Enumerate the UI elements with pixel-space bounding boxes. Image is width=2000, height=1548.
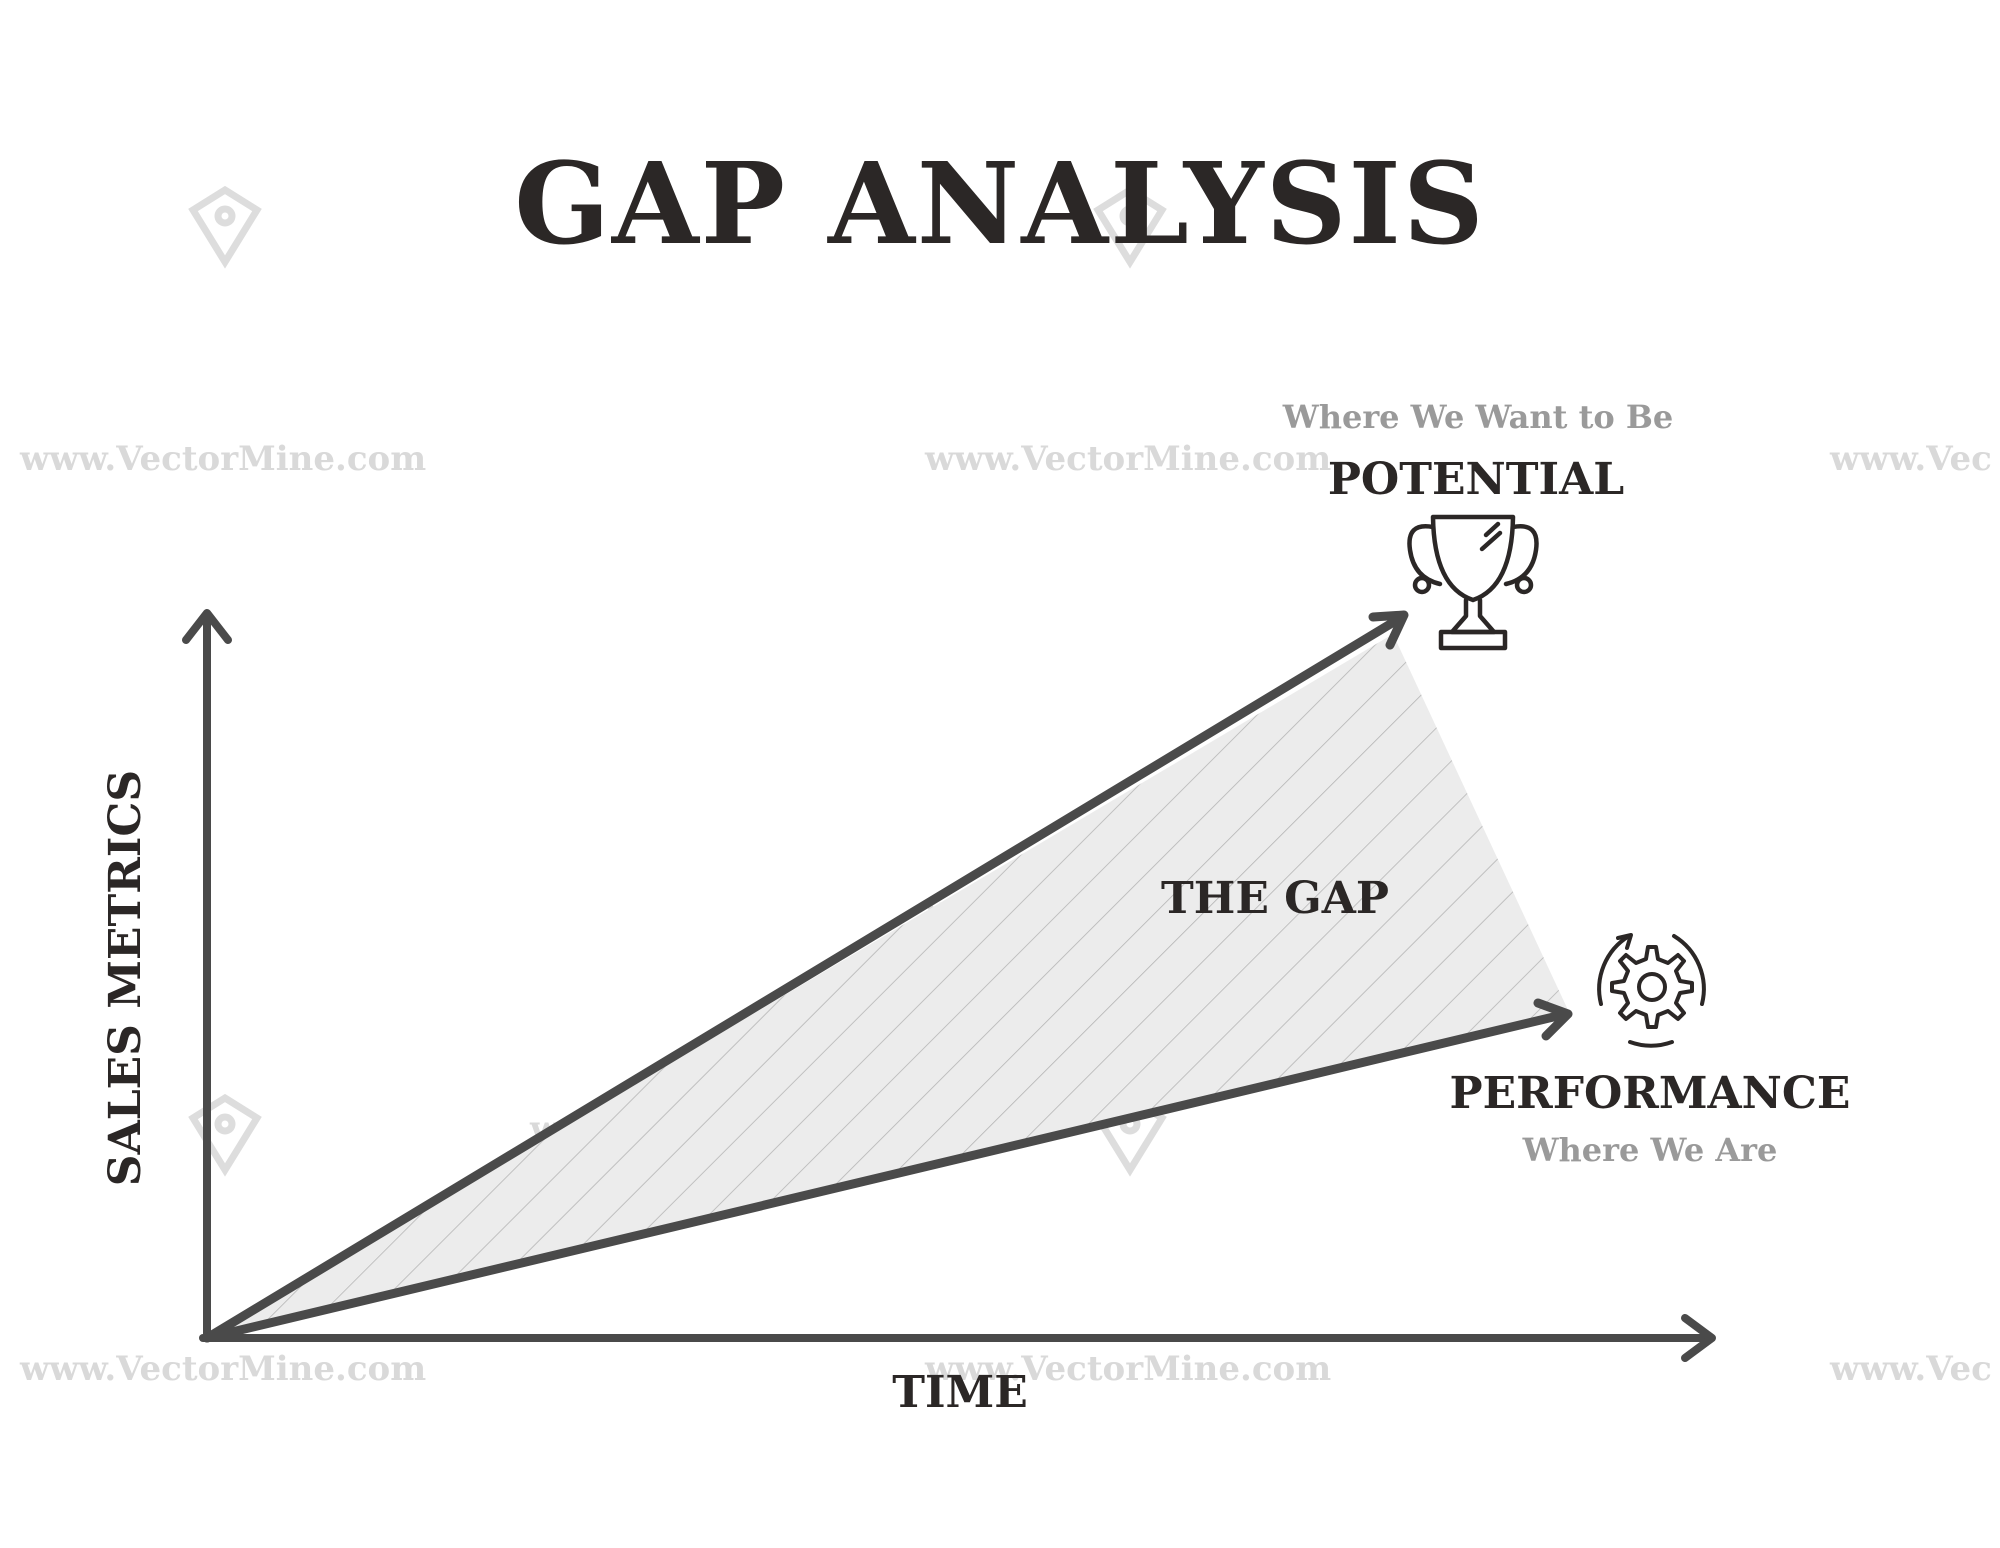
y-axis bbox=[182, 609, 232, 1342]
trophy-icon bbox=[1407, 514, 1539, 651]
x-axis-label: TIME bbox=[892, 1367, 1028, 1418]
watermark-text: www.Vec bbox=[1829, 439, 1992, 479]
watermark-logo-icon bbox=[188, 1093, 262, 1177]
y-axis-arrowhead bbox=[182, 609, 232, 644]
watermark-text: www.VectorMine.com bbox=[19, 1349, 426, 1389]
performance-subtitle: Where We Are bbox=[1522, 1131, 1778, 1169]
gap-label: THE GAP bbox=[1161, 873, 1389, 924]
watermark-text: www.VectorMine.com bbox=[924, 439, 1331, 479]
potential-arrowhead bbox=[1368, 610, 1409, 650]
x-axis-arrowhead bbox=[1681, 1314, 1716, 1362]
potential-label: POTENTIAL bbox=[1328, 454, 1624, 505]
watermark-layer: www.VectorMine.com www.VectorMine.com ww… bbox=[19, 185, 1992, 1389]
watermark-text: www.Vec bbox=[1829, 1349, 1992, 1389]
performance-arrowhead bbox=[1533, 998, 1573, 1041]
potential-arrow bbox=[202, 610, 1409, 1343]
watermark-text: www.VectorMine.com bbox=[19, 439, 426, 479]
x-axis bbox=[199, 1314, 1716, 1362]
potential-subtitle: Where We Want to Be bbox=[1282, 398, 1674, 436]
performance-arrow bbox=[202, 998, 1573, 1343]
watermark-text: www.VectorMine.com bbox=[924, 1349, 1331, 1389]
watermark-logo-icon bbox=[1093, 185, 1167, 269]
gear-cycle-icon bbox=[1597, 933, 1706, 1048]
page-title: GAP ANALYSIS bbox=[514, 139, 1486, 270]
watermark-logo-icon bbox=[188, 185, 262, 269]
gap-area bbox=[207, 634, 1568, 1338]
y-axis-label: SALES METRICS bbox=[100, 770, 151, 1186]
performance-label: PERFORMANCE bbox=[1450, 1068, 1851, 1119]
